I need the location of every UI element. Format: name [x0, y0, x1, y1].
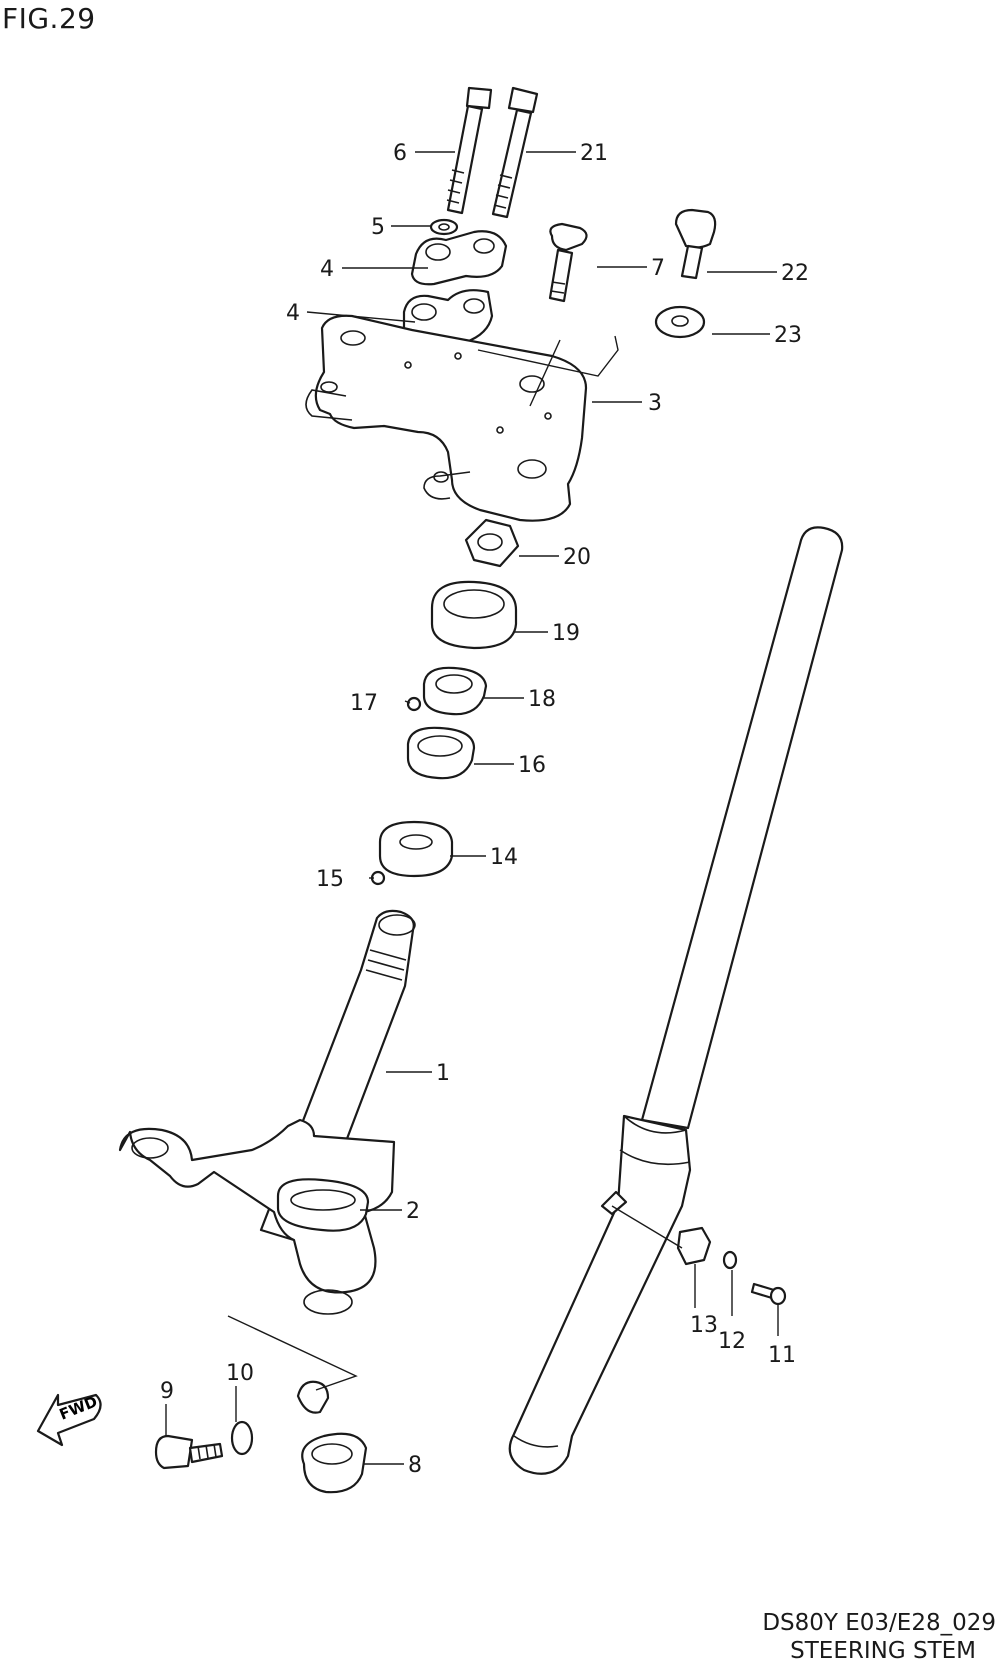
diagram-caption: STEERING STEM: [790, 1638, 976, 1664]
callout-5: 5: [371, 215, 385, 240]
callout-22: 22: [781, 261, 809, 286]
callout-10: 10: [226, 1361, 254, 1386]
cable-guide-8: [296, 1380, 368, 1494]
callout-12: 12: [718, 1329, 746, 1354]
dust-seal-2: [276, 1178, 370, 1232]
bolt-9: [154, 1434, 224, 1470]
washer-23: [654, 305, 706, 339]
bolt-22: [674, 208, 717, 280]
callout-17: 17: [350, 691, 378, 716]
bolt-21: [491, 86, 539, 219]
callout-18: 18: [528, 687, 556, 712]
callout-1: 1: [436, 1061, 450, 1086]
callout-21: 21: [580, 141, 608, 166]
callout-20: 20: [563, 545, 591, 570]
callout-numbers: 6 21 5 4 7 22 4 23 3 20 19 17 18 16 15 1…: [160, 141, 809, 1478]
washer-10: [230, 1420, 254, 1456]
race-16: [406, 726, 476, 780]
callout-11: 11: [768, 1343, 796, 1368]
steering-stem-1: [118, 909, 416, 1315]
callout-13: 13: [690, 1313, 718, 1338]
handlebar-holder-upper: [410, 230, 508, 286]
callout-4a: 4: [320, 257, 334, 282]
figure-label: FIG.29: [2, 2, 96, 35]
washer-5: [429, 218, 459, 236]
callout-14: 14: [490, 845, 518, 870]
callout-3: 3: [648, 391, 662, 416]
nut-20: [464, 518, 520, 568]
race-18: [422, 666, 488, 716]
callout-15: 15: [316, 867, 344, 892]
fwd-arrow-icon: FWD: [36, 1392, 102, 1447]
callout-19: 19: [552, 621, 580, 646]
screw-11: [750, 1282, 787, 1306]
race-14: [378, 820, 454, 878]
callout-7: 7: [651, 256, 665, 281]
front-fork: [508, 526, 844, 1475]
race-19: [430, 580, 518, 650]
callout-2: 2: [406, 1199, 420, 1224]
callout-8: 8: [408, 1453, 422, 1478]
washer-12: [722, 1250, 738, 1270]
diagram-code: DS80Y E03/E28_029: [762, 1610, 996, 1636]
bolt-7: [548, 222, 588, 303]
clamp-13: [600, 1190, 712, 1266]
upper-bracket-3: [305, 314, 588, 522]
bolt-6: [446, 86, 493, 215]
leader-lines: [165, 151, 779, 1465]
callout-9: 9: [160, 1379, 174, 1404]
callout-16: 16: [518, 753, 546, 778]
ball-17: [406, 696, 422, 712]
callout-23: 23: [774, 323, 802, 348]
callout-4b: 4: [286, 301, 300, 326]
callout-6: 6: [393, 141, 407, 166]
